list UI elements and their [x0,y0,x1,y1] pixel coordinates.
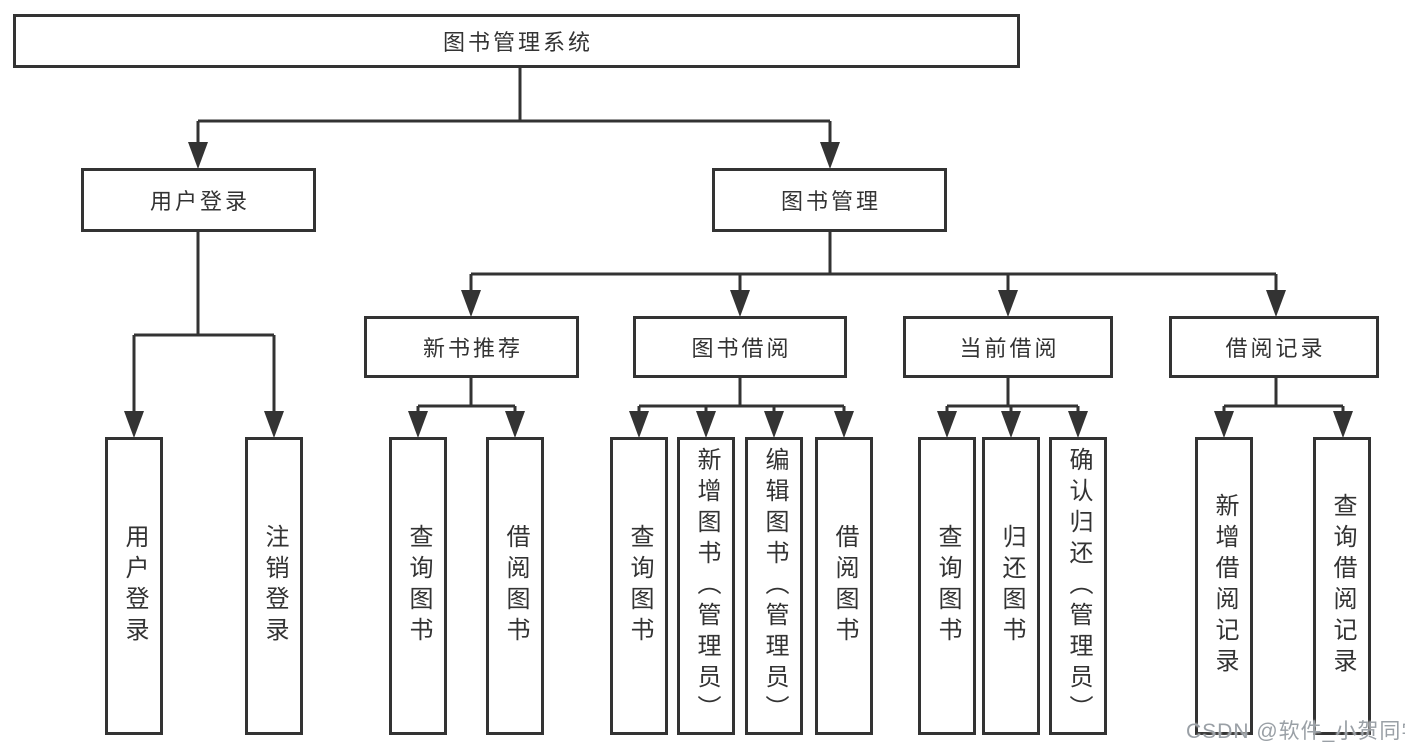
leaf-logout: 注销登录 [245,437,303,735]
leaf-bb-add-books-admin: 新增图书（管理员） [677,437,735,735]
leaf-user-login: 用户登录 [105,437,163,735]
leaf-nb-borrow-books-label: 借阅图书 [502,524,529,648]
node-new-book-recommend: 新书推荐 [364,316,579,378]
leaf-cb-query-books: 查询图书 [918,437,976,735]
node-current-borrowing: 当前借阅 [903,316,1113,378]
leaf-cb-return-books: 归还图书 [982,437,1040,735]
leaf-cb-confirm-return-admin: 确认归还（管理员） [1049,437,1107,735]
leaf-cb-return-books-label: 归还图书 [998,524,1025,648]
node-book-management: 图书管理 [712,168,947,232]
leaf-cb-query-books-label: 查询图书 [934,524,961,648]
leaf-br-query-record: 查询借阅记录 [1313,437,1371,735]
leaf-br-add-record: 新增借阅记录 [1195,437,1253,735]
leaf-bb-edit-books-admin-label: 编辑图书（管理员） [761,446,788,726]
connector-lines [132,68,1345,414]
leaf-br-query-record-label: 查询借阅记录 [1329,493,1356,679]
leaf-bb-query-books-label: 查询图书 [626,524,653,648]
leaf-nb-query-books-label: 查询图书 [405,524,432,648]
node-book-borrowing: 图书借阅 [633,316,847,378]
node-user-login: 用户登录 [81,168,316,232]
leaf-nb-query-books: 查询图书 [389,437,447,735]
leaf-bb-borrow-books: 借阅图书 [815,437,873,735]
node-borrowing-records: 借阅记录 [1169,316,1379,378]
leaf-br-add-record-label: 新增借阅记录 [1211,493,1238,679]
csdn-watermark: CSDN @软件_小贺同学 [1186,720,1405,743]
leaf-bb-edit-books-admin: 编辑图书（管理员） [745,437,803,735]
leaf-user-login-label: 用户登录 [121,524,148,648]
connector-arrowheads [124,142,1353,438]
node-root-library-system: 图书管理系统 [13,14,1020,68]
leaf-bb-borrow-books-label: 借阅图书 [831,524,858,648]
leaf-cb-confirm-return-admin-label: 确认归还（管理员） [1065,446,1092,726]
leaf-bb-add-books-admin-label: 新增图书（管理员） [693,446,720,726]
leaf-nb-borrow-books: 借阅图书 [486,437,544,735]
leaf-bb-query-books: 查询图书 [610,437,668,735]
leaf-logout-label: 注销登录 [261,524,288,648]
